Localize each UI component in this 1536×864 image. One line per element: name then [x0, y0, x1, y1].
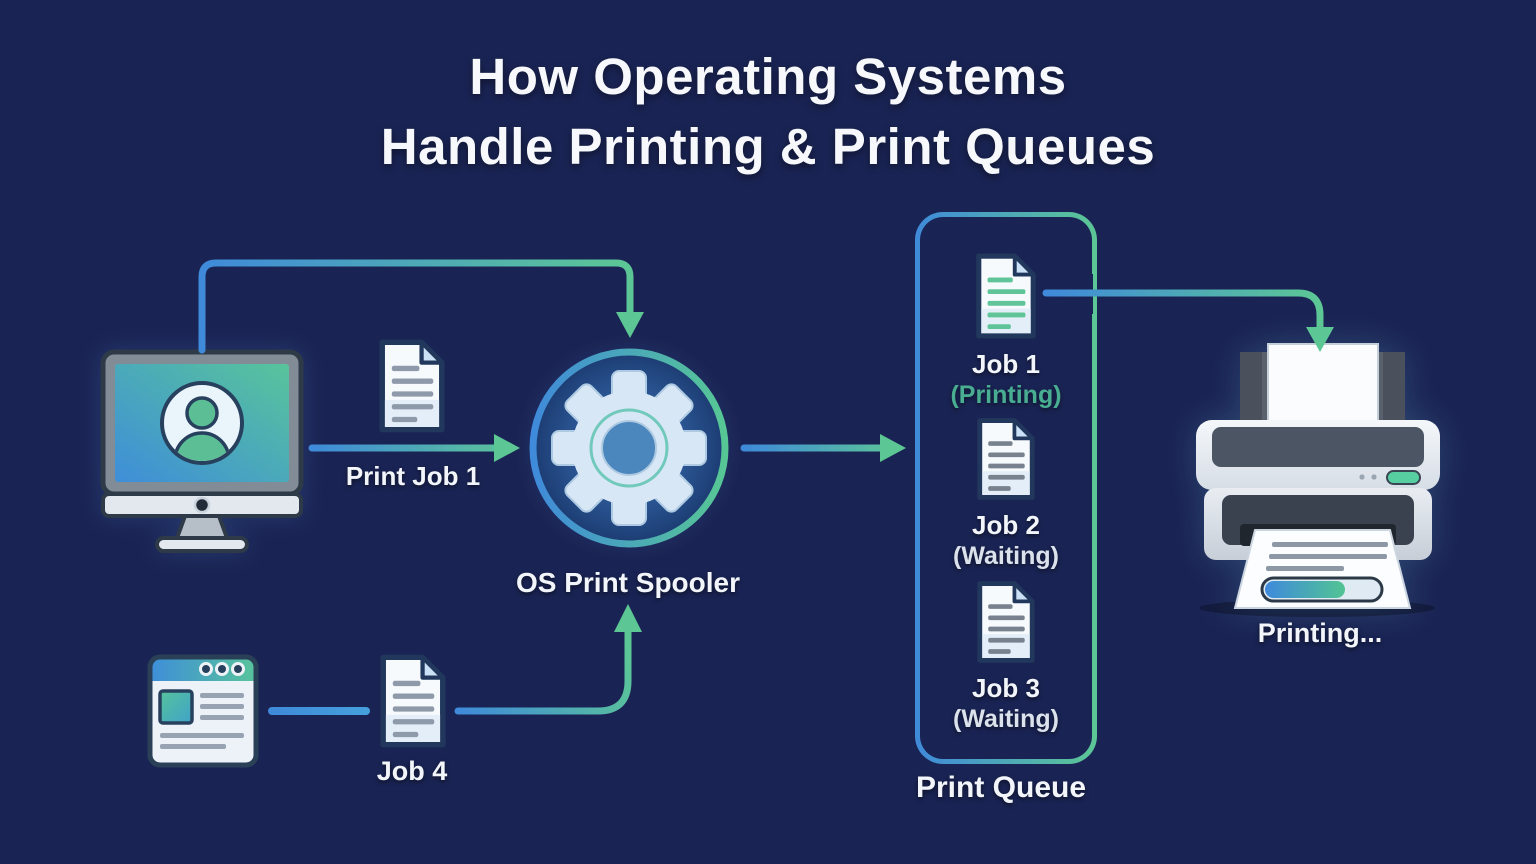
progress-bar-fill: [1265, 581, 1345, 598]
print-job-1-document-icon: [368, 336, 456, 436]
os-print-spooler-label: OS Print Spooler: [515, 567, 741, 598]
print-queue-box: Job 1 (Printing) Job 2 (Waiting) Job 3 (…: [915, 212, 1097, 764]
job-4-document-icon: [374, 651, 452, 751]
queue-job-1: Job 1 (Printing): [920, 250, 1092, 410]
job-2-status: (Waiting): [953, 542, 1059, 570]
printer-status-label: Printing...: [1257, 618, 1383, 648]
job-1-name: Job 1: [972, 349, 1040, 379]
print-queue-label: Print Queue: [915, 771, 1087, 804]
job-1-document-icon: [971, 250, 1041, 342]
loaded-paper: [1267, 343, 1379, 433]
print-job-1-label: Print Job 1: [345, 461, 481, 491]
job-2-name: Job 2: [972, 510, 1040, 540]
job-3-name: Job 3: [972, 673, 1040, 703]
page-title-line1: How Operating Systems: [469, 48, 1067, 105]
printer-icon: [1196, 343, 1440, 617]
queue-job-3: Job 3 (Waiting): [920, 578, 1092, 734]
page-title-line2: Handle Printing & Print Queues: [380, 118, 1156, 175]
app-window-icon: [147, 654, 259, 768]
os-print-spooler-gear-icon: [515, 334, 743, 562]
computer-monitor-icon: [100, 349, 304, 553]
job-2-document-icon: [971, 415, 1041, 503]
job-3-status: (Waiting): [953, 705, 1059, 733]
app-thumbnail: [158, 689, 194, 725]
arrowhead-spooler-bottom: [614, 604, 642, 632]
printer-led: [1386, 470, 1421, 485]
window-control-dots-icon: [199, 662, 245, 676]
arrowhead-queue: [880, 434, 906, 462]
arrow-job4-to-spooler: [454, 626, 632, 715]
job-3-document-icon: [971, 578, 1041, 666]
job-1-status: (Printing): [950, 381, 1062, 409]
queue-job-2: Job 2 (Waiting): [920, 415, 1092, 571]
job-4-label: Job 4: [376, 756, 448, 786]
page-title: How Operating Systems Handle Printing & …: [0, 42, 1536, 182]
gear-icon: [551, 370, 707, 526]
